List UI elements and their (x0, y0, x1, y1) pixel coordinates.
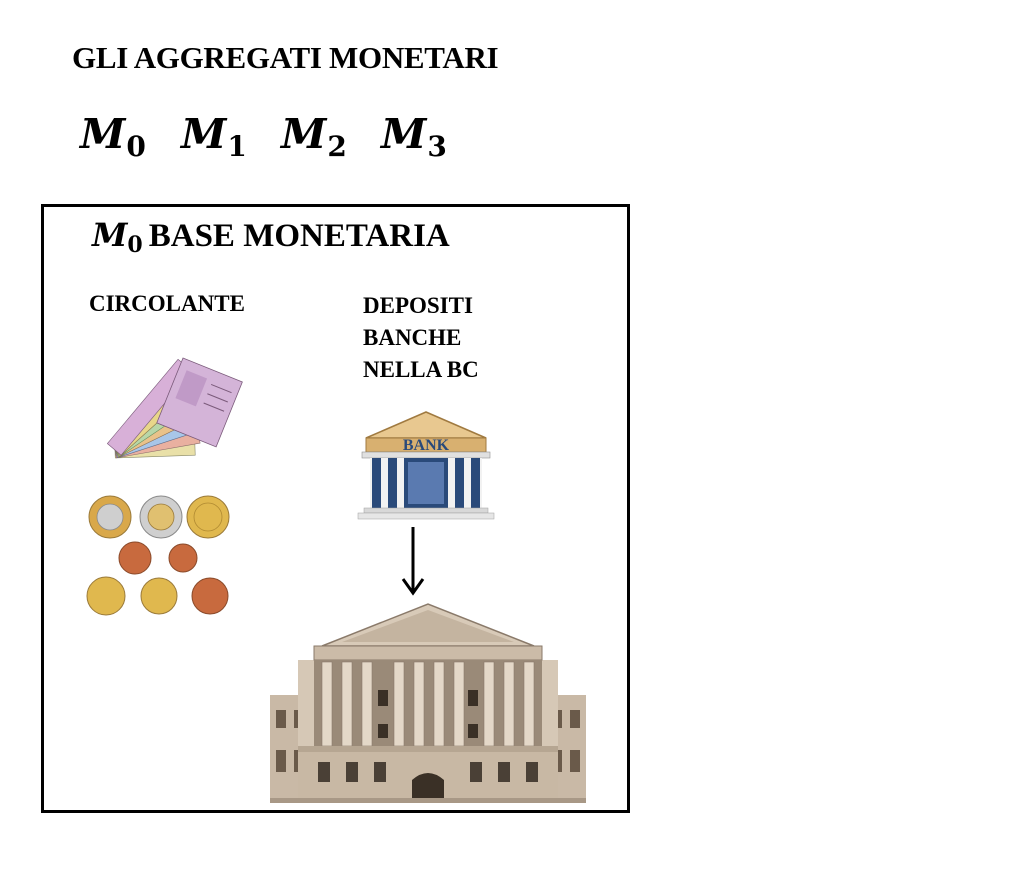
box-symbol: M0 (92, 216, 143, 258)
aggregate-m3: M3 (381, 110, 447, 163)
aggregate-m1: M1 (181, 110, 247, 163)
coins-icon (86, 495, 230, 616)
depositi-label: DEPOSITI BANCHE NELLA BC (363, 293, 479, 382)
central-bank-building-icon (270, 603, 586, 803)
bank-icon: BANK (357, 411, 495, 520)
base-monetaria-box (41, 204, 630, 813)
aggregate-m0: M0 (80, 110, 146, 163)
banknotes-icon (106, 357, 243, 459)
aggregate-m2: M2 (281, 110, 347, 163)
page-title: GLI AGGREGATI MONETARI (72, 40, 499, 75)
circolante-label: CIRCOLANTE (89, 291, 245, 316)
arrow-down-icon (401, 527, 425, 596)
bank-sign: BANK (403, 437, 450, 454)
